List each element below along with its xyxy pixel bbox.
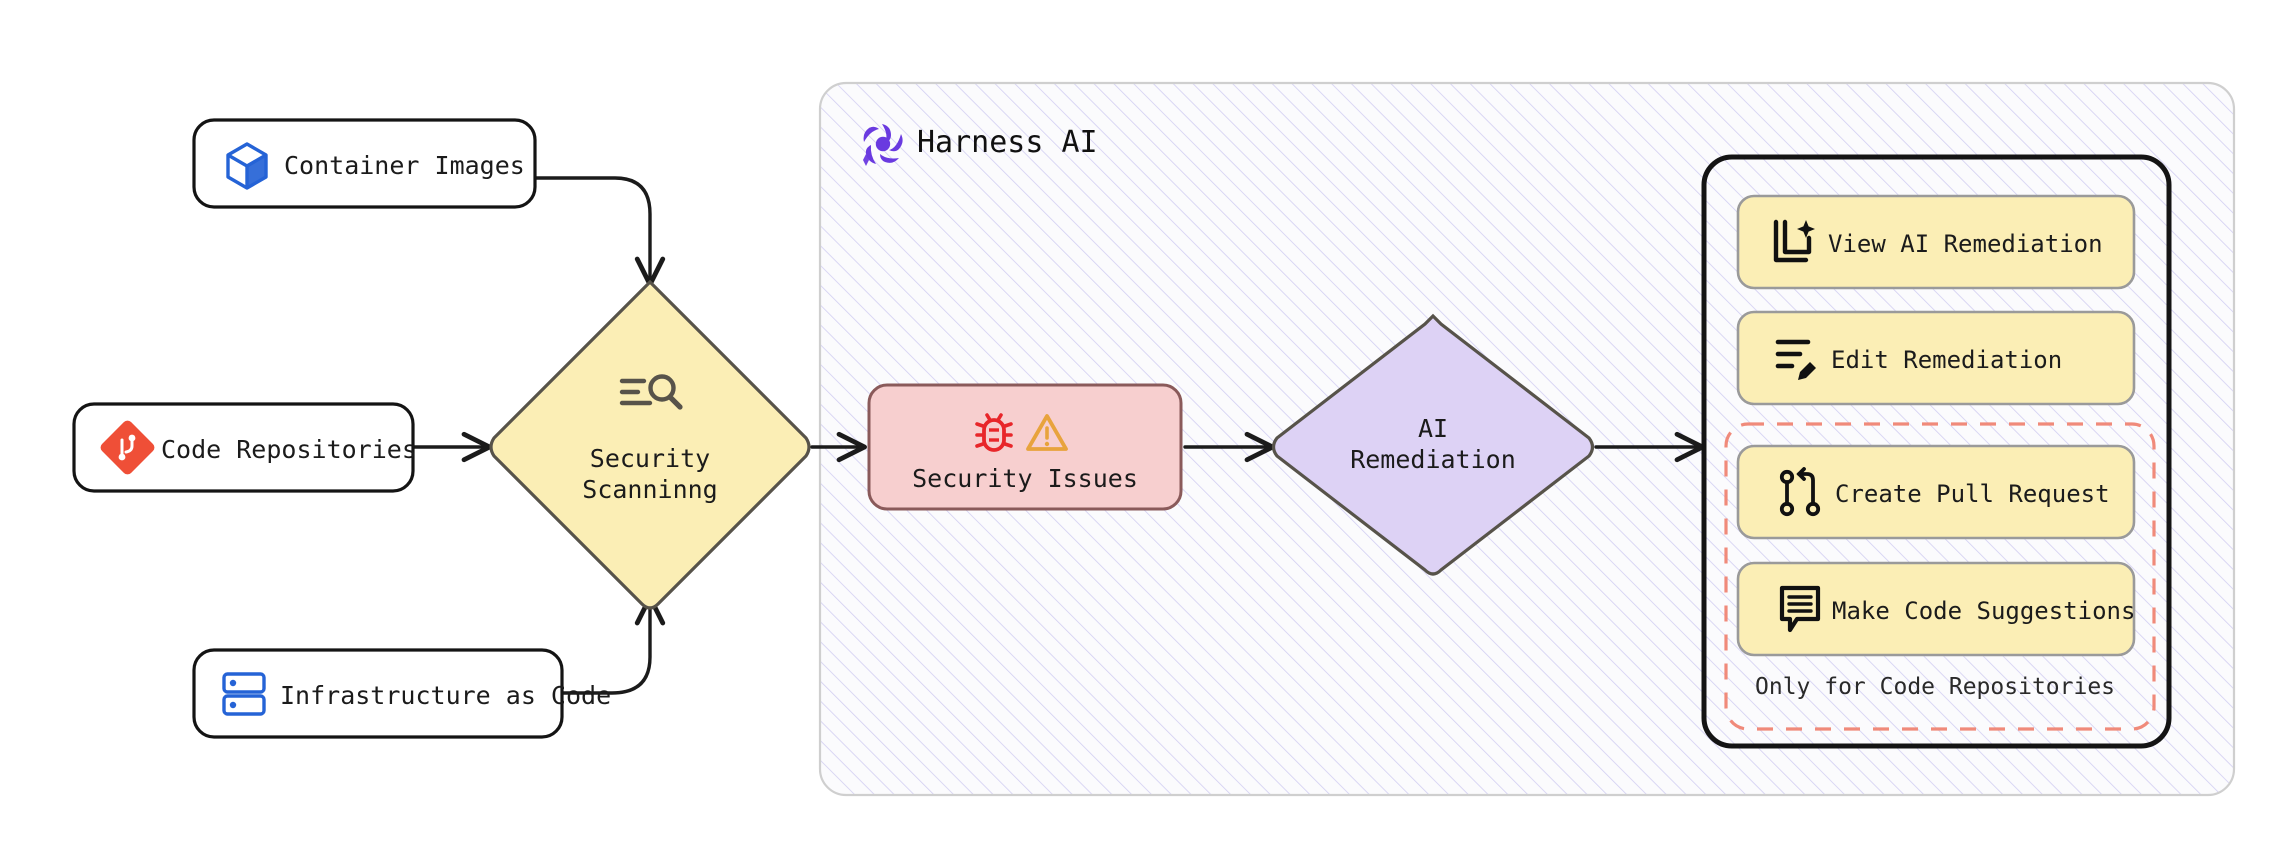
action-label: Edit Remediation (1831, 346, 2062, 374)
cube-icon (226, 142, 268, 190)
action-label: Make Code Suggestions (1832, 597, 2135, 625)
connectors (411, 176, 1705, 695)
action-edit-remediation[interactable]: Edit Remediation (1736, 310, 2136, 406)
warning-triangle-icon (1026, 414, 1068, 451)
edge-iac-to-scan (560, 595, 666, 695)
action-view-ai-remediation[interactable]: View AI Remediation (1736, 194, 2136, 290)
node-label-line1: AI (1418, 414, 1448, 443)
node-label-line2: Remediation (1350, 445, 1516, 474)
node-label: Code Repositories (161, 435, 417, 464)
bug-icon (975, 413, 1013, 452)
node-code-repositories[interactable]: Code Repositories (72, 402, 417, 493)
action-label: View AI Remediation (1828, 230, 2103, 258)
node-container-images[interactable]: Container Images (192, 118, 537, 209)
edge-container-to-scan (533, 176, 666, 287)
code-repo-only-note: Only for Code Repositories (1755, 674, 2115, 700)
node-label-line2: Scanninng (582, 475, 717, 504)
node-infrastructure-as-code[interactable]: Infrastructure as Code (192, 648, 611, 739)
harness-ai-header: Harness AI (863, 124, 1098, 166)
action-make-code-suggestions[interactable]: Make Code Suggestions (1736, 561, 2135, 657)
node-label: Security Issues (912, 464, 1138, 493)
node-ai-remediation[interactable]: AI Remediation (1271, 313, 1595, 576)
action-label: Create Pull Request (1835, 480, 2110, 508)
node-label-line1: Security (590, 444, 710, 473)
node-label: Container Images (284, 151, 525, 180)
action-create-pull-request[interactable]: Create Pull Request (1736, 444, 2136, 540)
actions-panel (1701, 154, 2172, 749)
search-list-icon (619, 374, 683, 410)
group-title: Harness AI (917, 125, 1098, 160)
server-stack-icon (222, 672, 266, 716)
edit-lines-pencil-icon (1775, 339, 1816, 380)
git-branch-icon (100, 420, 155, 475)
comment-lines-icon (1779, 585, 1821, 633)
node-security-issues[interactable]: Security Issues (867, 383, 1183, 511)
code-repo-only-region (1724, 422, 2156, 731)
node-label: Infrastructure as Code (280, 681, 611, 710)
harness-pinwheel-icon (863, 124, 903, 166)
pull-request-icon (1779, 467, 1821, 517)
node-security-scanning[interactable]: Security Scanninng (489, 279, 811, 610)
document-sparkle-icon (1773, 219, 1815, 263)
